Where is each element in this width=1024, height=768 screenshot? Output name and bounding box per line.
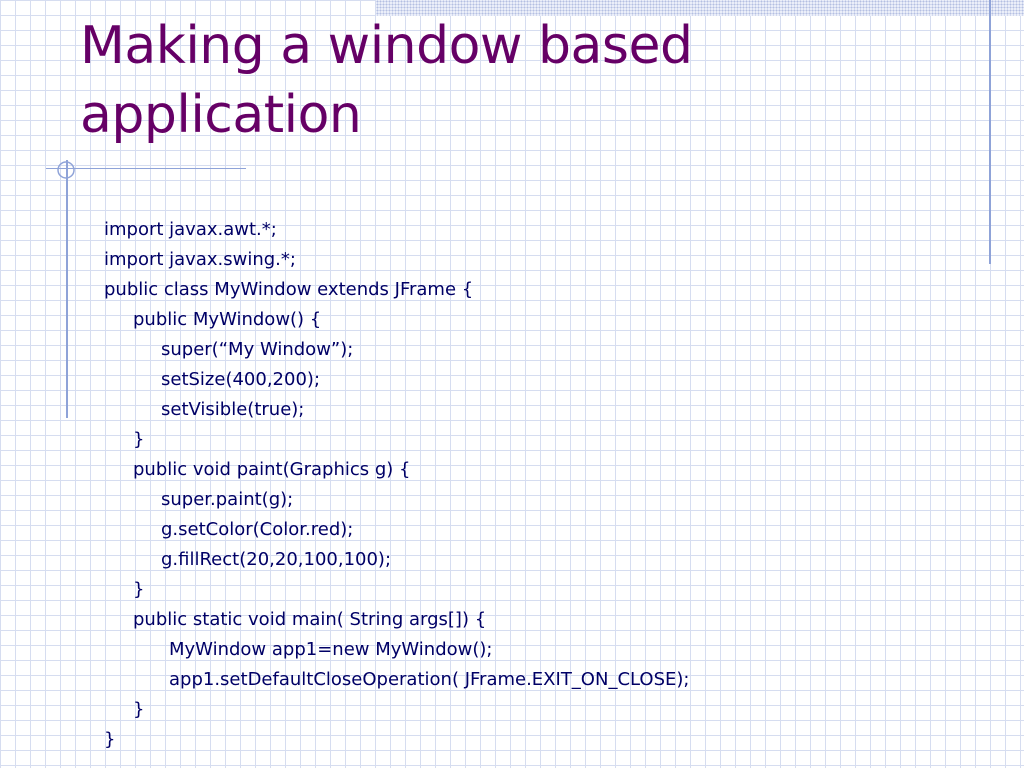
code-line: public MyWindow() { (133, 309, 322, 330)
code-line: } (133, 699, 145, 720)
slide-title-line-1: Making a window based (80, 16, 693, 76)
code-line: import javax.awt.*; (104, 219, 277, 240)
code-line: g.fillRect(20,20,100,100); (161, 549, 392, 570)
title-underline-rule (46, 168, 246, 169)
code-block: import javax.awt.*; import javax.swing.*… (104, 215, 984, 755)
code-line: public void paint(Graphics g) { (133, 459, 411, 480)
slide-title-line-2: application (80, 85, 362, 145)
code-line: } (133, 579, 145, 600)
code-line: public class MyWindow extends JFrame { (104, 279, 474, 300)
code-line: super.paint(g); (161, 489, 294, 510)
top-dotted-band (376, 0, 1024, 16)
slide-title: Making a window based application (80, 12, 960, 150)
code-line: import javax.swing.*; (104, 249, 296, 270)
code-line: app1.setDefaultCloseOperation( JFrame.EX… (169, 669, 690, 690)
left-accent-rule (66, 160, 68, 418)
code-line: setVisible(true); (161, 399, 305, 420)
code-line: super(“My Window”); (161, 339, 354, 360)
code-line: public static void main( String args[]) … (133, 609, 487, 630)
code-line: MyWindow app1=new MyWindow(); (169, 639, 493, 660)
code-line: } (133, 429, 145, 450)
code-line: } (104, 729, 116, 750)
code-line: setSize(400,200); (161, 369, 321, 390)
code-line: g.setColor(Color.red); (161, 519, 354, 540)
right-accent-rule (989, 0, 991, 264)
crosshair-ornament-icon (57, 161, 75, 179)
